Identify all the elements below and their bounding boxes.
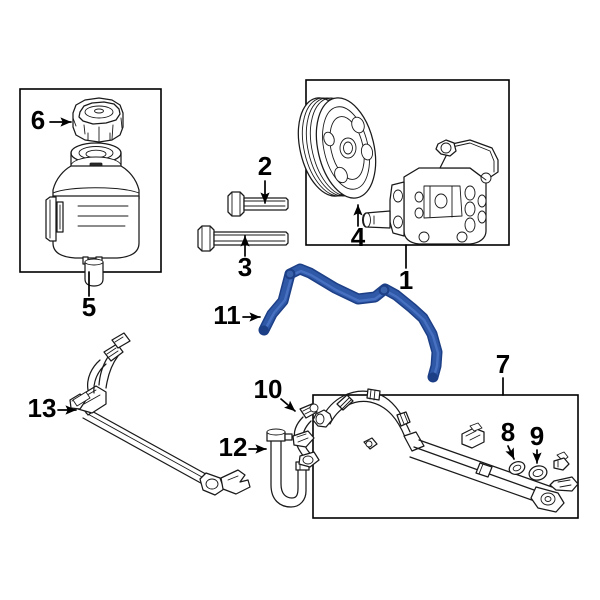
bolt-lower-icon [197, 225, 289, 252]
callout-number-11: 11 [213, 300, 241, 330]
callout-number-2: 2 [258, 151, 272, 181]
part-return-tube-icon [266, 428, 310, 508]
callout-numbers: 1 2 3 4 5 6 7 8 9 10 11 12 13 [28, 105, 545, 462]
reservoir-body-icon [45, 142, 140, 287]
bolt-upper-icon [227, 191, 289, 217]
callout-number-13: 13 [28, 393, 57, 423]
part-bolts-group [197, 191, 289, 252]
callout-number-12: 12 [219, 432, 248, 462]
hose-clip-icon-left [461, 422, 485, 449]
part-return-hose-highlighted [258, 263, 443, 383]
part-pressure-hose-icon [312, 388, 579, 513]
leader-8 [505, 445, 515, 460]
seal-small-icon [508, 461, 526, 475]
reservoir-cap-icon [72, 97, 124, 143]
callout-number-7: 7 [496, 349, 510, 379]
part-oil-cooler-icon [69, 332, 251, 496]
callout-leaders [49, 117, 542, 464]
seal-large-icon [528, 465, 548, 481]
part-connector-hose-icon [292, 403, 320, 468]
callout-number-6: 6 [31, 105, 45, 135]
part-pulley-icon [297, 97, 377, 199]
part-pump-body-icon [362, 139, 499, 245]
part-reservoir-group [45, 97, 140, 287]
callout-number-4: 4 [351, 222, 366, 252]
hose-clip-icon-bottom [549, 476, 579, 492]
callout-number-1: 1 [399, 265, 413, 295]
callout-number-8: 8 [501, 417, 515, 447]
hose-clip-icon-right [553, 451, 570, 471]
callout-number-3: 3 [238, 252, 252, 282]
leader-10 [280, 398, 296, 412]
callout-number-10: 10 [254, 374, 283, 404]
callout-number-9: 9 [530, 421, 544, 451]
callout-number-5: 5 [82, 292, 96, 322]
